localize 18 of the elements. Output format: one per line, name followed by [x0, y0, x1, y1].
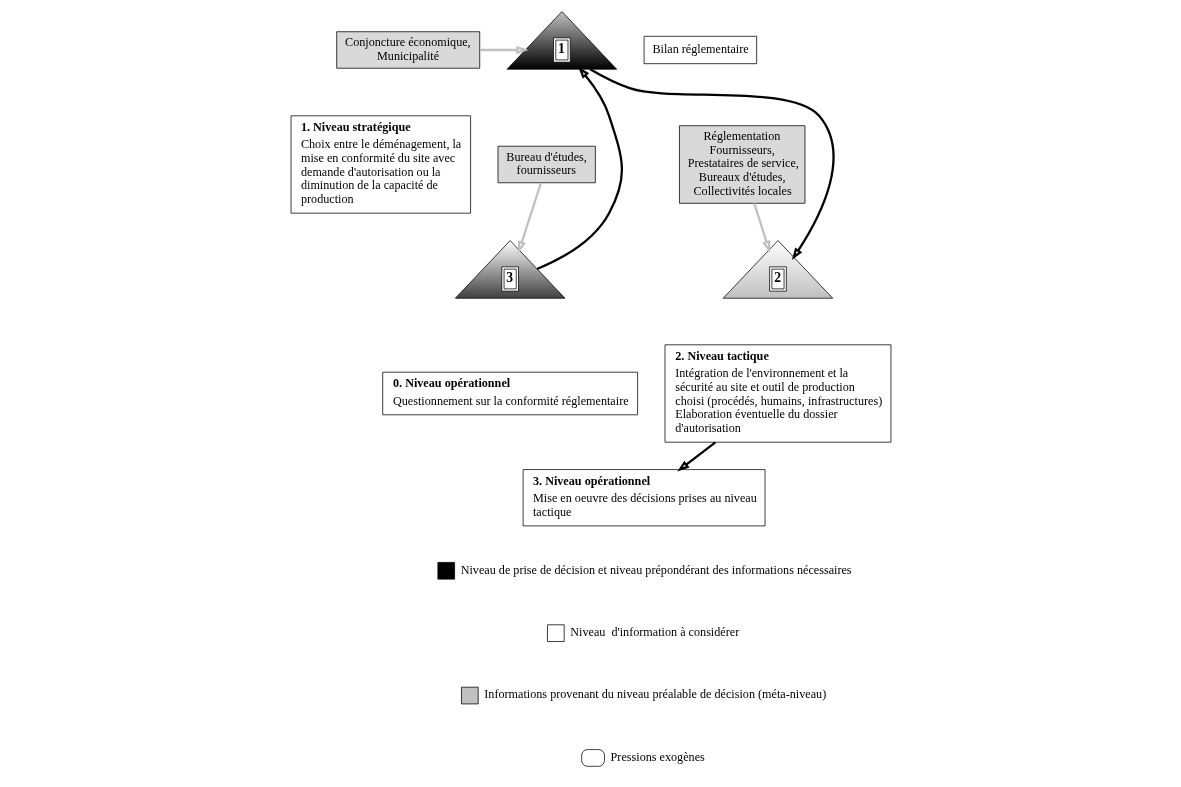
- node-box: Réglementation Fournisseurs, Prestataires de service, Bureaux d'études, Collectivités locales: [678, 125, 805, 204]
- arrow: [676, 441, 716, 472]
- arrow: [479, 45, 529, 55]
- node-box: Bureau d'études, fournisseurs: [497, 145, 596, 184]
- node-box: 3. Niveau opérationnel Mise en oeuvre des décisions prises au niveau tactique: [522, 469, 765, 527]
- legend-label: Niveau d'information à considérer: [569, 625, 739, 640]
- arrow: [536, 66, 623, 270]
- node-box: Bilan réglementaire: [643, 35, 757, 65]
- arrow: [517, 182, 542, 254]
- legend-label: Informations provenant du niveau préalable de décision (méta-niveau): [483, 687, 826, 702]
- arrow: [752, 203, 770, 253]
- node-box: Conjoncture économique, Municipalité: [335, 31, 480, 69]
- node-box: 0. Niveau opérationnel Questionnement sur la conformité réglementaire: [381, 371, 638, 416]
- legend-label: Niveau de prise de décision et niveau prépondérant des informations nécessaires: [460, 562, 852, 577]
- legend-label: Pressions exogènes: [610, 749, 705, 764]
- node-box: 2. Niveau tactique Intégration de l'environnement et la sécurité au site et outil de production choisi (procédés, humains, infrastructures) Elaboration éventuelle du dossier d'autorisation: [664, 344, 891, 443]
- node-box: 1. Niveau stratégique Choix entre le déménagement, la mise en conformité du site avec demande d'autorisation ou la diminution de la capacité de production: [290, 115, 471, 214]
- arrow: [589, 68, 835, 260]
